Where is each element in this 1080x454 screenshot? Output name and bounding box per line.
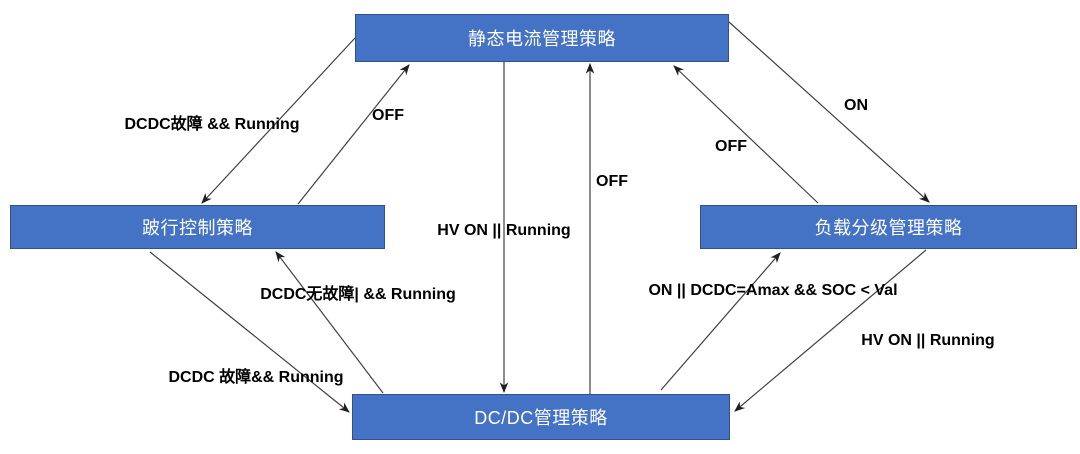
edge-static-current-to-load-grading <box>728 21 930 203</box>
edge-label-limp-control-to-dcdc-manage: DCDC 故障&& Running <box>168 369 344 386</box>
edge-dcdc-manage-to-limp-control <box>275 251 384 394</box>
node-static-current: 静态电流管理策略 <box>355 14 729 62</box>
edge-limp-control-to-dcdc-manage <box>149 251 350 413</box>
edge-label-static-current-to-limp-control: DCDC故障 && Running <box>124 116 300 133</box>
edge-label-dcdc-manage-to-limp-control: DCDC无故障| && Running <box>260 286 456 303</box>
edge-label-dcdc-manage-to-static-current: OFF <box>596 173 628 190</box>
edge-label-dcdc-manage-to-load-grading: ON || DCDC=Amax && SOC < Val <box>648 282 898 299</box>
edge-label-load-grading-to-dcdc-manage: HV ON || Running <box>861 332 995 349</box>
edge-load-grading-to-dcdc-manage <box>734 249 927 412</box>
node-label-dcdc-manage: DC/DC管理策略 <box>474 408 608 428</box>
node-label-limp-control: 跛行控制策略 <box>142 218 253 238</box>
edge-dcdc-manage-to-load-grading <box>660 252 781 391</box>
edge-load-grading-to-static-current <box>673 65 819 204</box>
edge-limp-control-to-static-current <box>297 64 410 205</box>
edge-label-limp-control-to-static-current: OFF <box>372 107 404 124</box>
edge-label-load-grading-to-static-current: OFF <box>715 138 747 155</box>
node-label-load-grading: 负载分级管理策略 <box>814 218 963 238</box>
edge-static-current-to-limp-control <box>201 37 356 204</box>
node-dcdc-manage: DC/DC管理策略 <box>352 394 730 440</box>
edge-label-static-current-to-dcdc-manage: HV ON || Running <box>437 222 571 239</box>
edge-label-static-current-to-load-grading: ON <box>844 97 868 114</box>
node-load-grading: 负载分级管理策略 <box>700 205 1077 249</box>
node-label-static-current: 静态电流管理策略 <box>468 29 616 49</box>
node-limp-control: 跛行控制策略 <box>10 205 385 249</box>
